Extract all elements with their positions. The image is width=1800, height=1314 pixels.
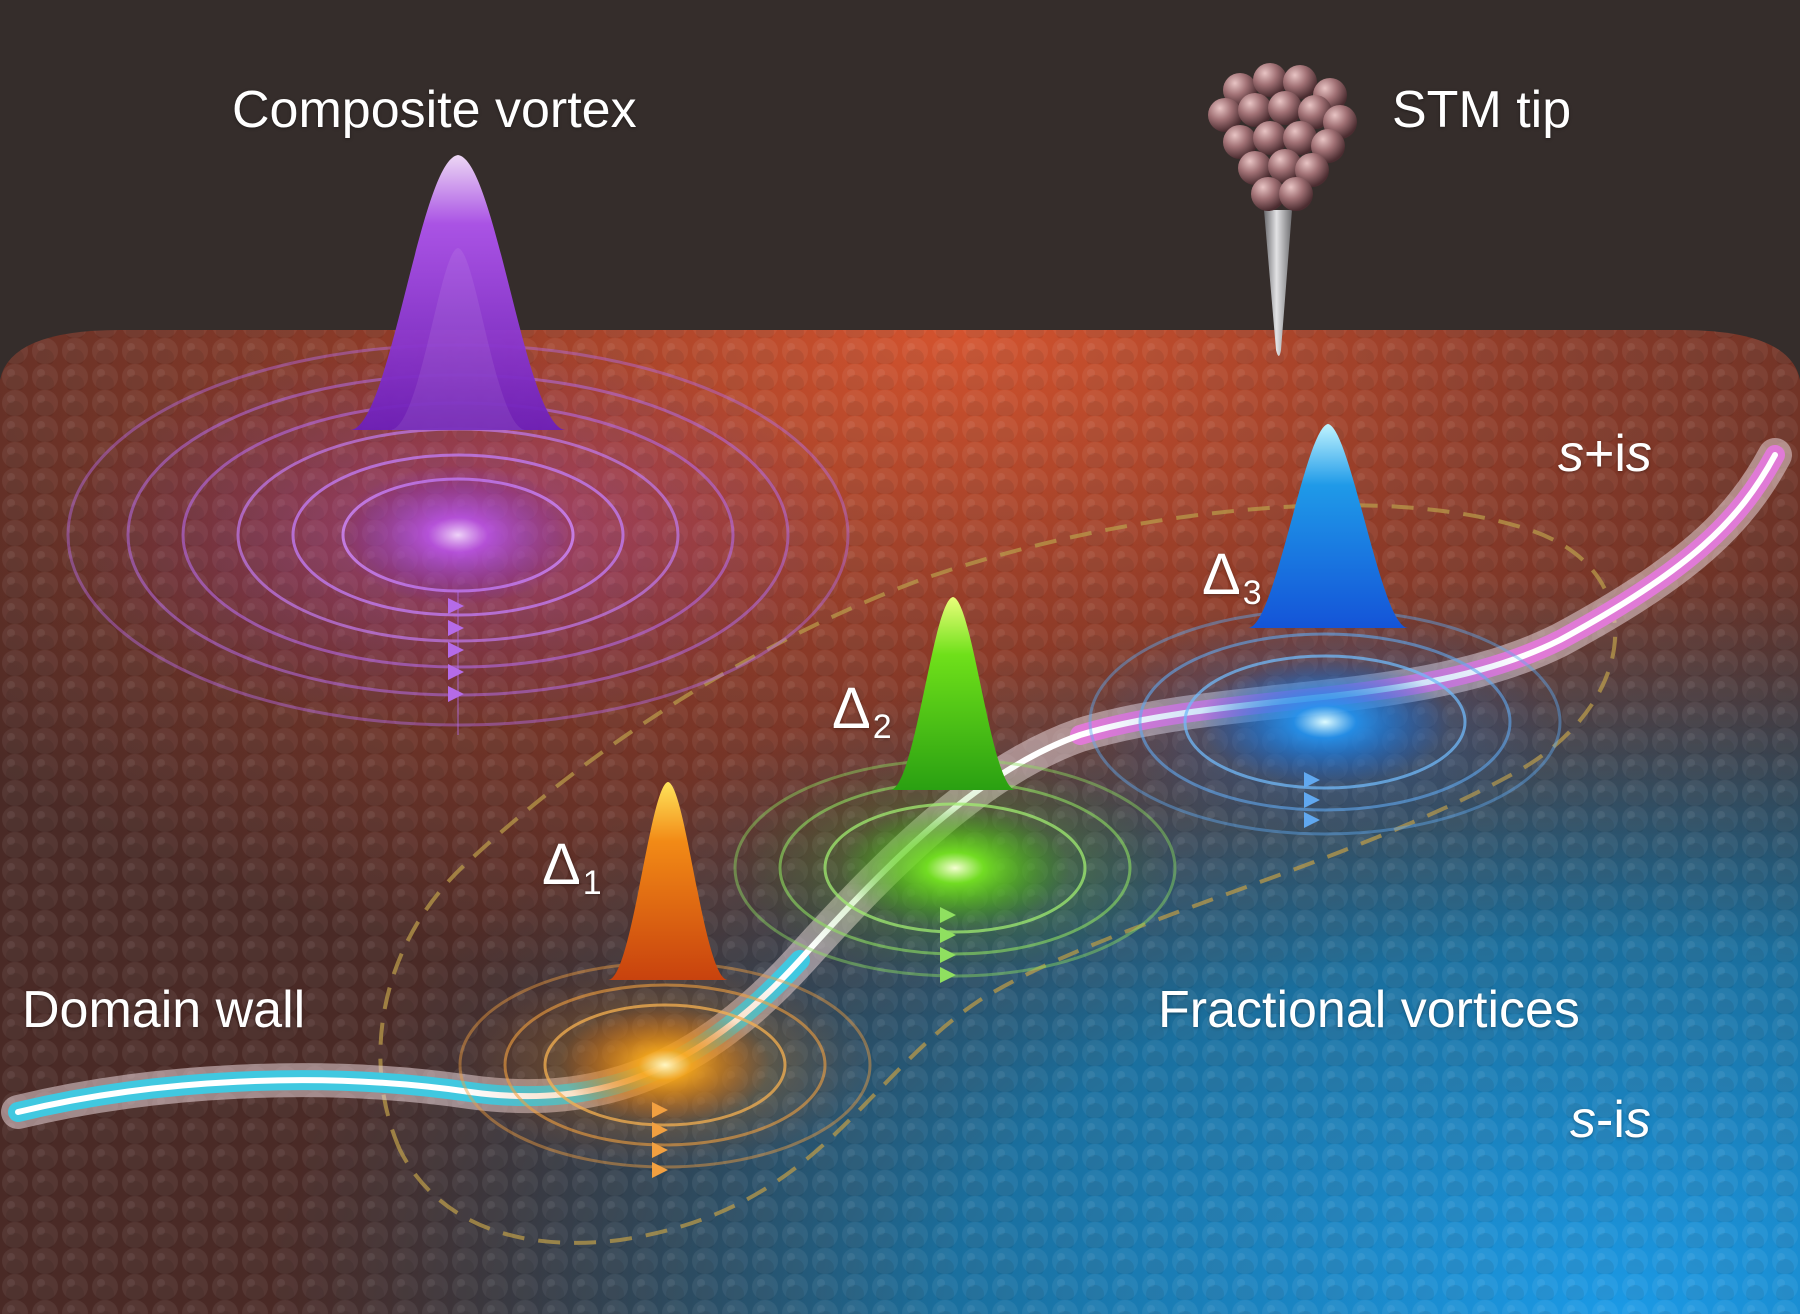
composite-vortex xyxy=(58,155,858,735)
fractional-vortex-delta1 xyxy=(455,782,875,1178)
label-stm-tip: STM tip xyxy=(1392,81,1572,139)
label-delta2: Δ2 xyxy=(832,680,892,745)
stm-tip xyxy=(1208,63,1357,356)
label-domain-wall: Domain wall xyxy=(22,981,306,1039)
tip-atom-cluster xyxy=(1208,63,1357,211)
label-fractional-vortices: Fractional vortices xyxy=(1158,981,1580,1039)
label-delta3: Δ3 xyxy=(1202,546,1262,611)
delta3-subscript: 3 xyxy=(1242,574,1262,612)
label-phase-s-plus-is: s+is xyxy=(1558,428,1652,480)
delta1-symbol: Δ xyxy=(542,832,581,897)
phase-bottom-s2: s xyxy=(1624,1091,1651,1149)
fractional-vortex-delta2 xyxy=(730,597,1180,983)
phase-top-mid: +i xyxy=(1584,425,1626,483)
fractional-vortex-delta3 xyxy=(1085,424,1565,837)
label-composite-vortex: Composite vortex xyxy=(232,81,637,139)
delta2-subscript: 2 xyxy=(872,708,892,746)
phase-top-s1: s xyxy=(1558,425,1584,483)
label-phase-s-minus-is: s-is xyxy=(1570,1094,1651,1146)
label-delta1: Δ1 xyxy=(542,836,602,901)
delta1-subscript: 1 xyxy=(582,864,602,902)
delta2-symbol: Δ xyxy=(832,676,871,741)
phase-bottom-mid: -i xyxy=(1596,1091,1625,1149)
phase-top-s2: s xyxy=(1625,425,1652,483)
phase-bottom-s1: s xyxy=(1570,1091,1596,1149)
delta3-symbol: Δ xyxy=(1202,542,1241,607)
